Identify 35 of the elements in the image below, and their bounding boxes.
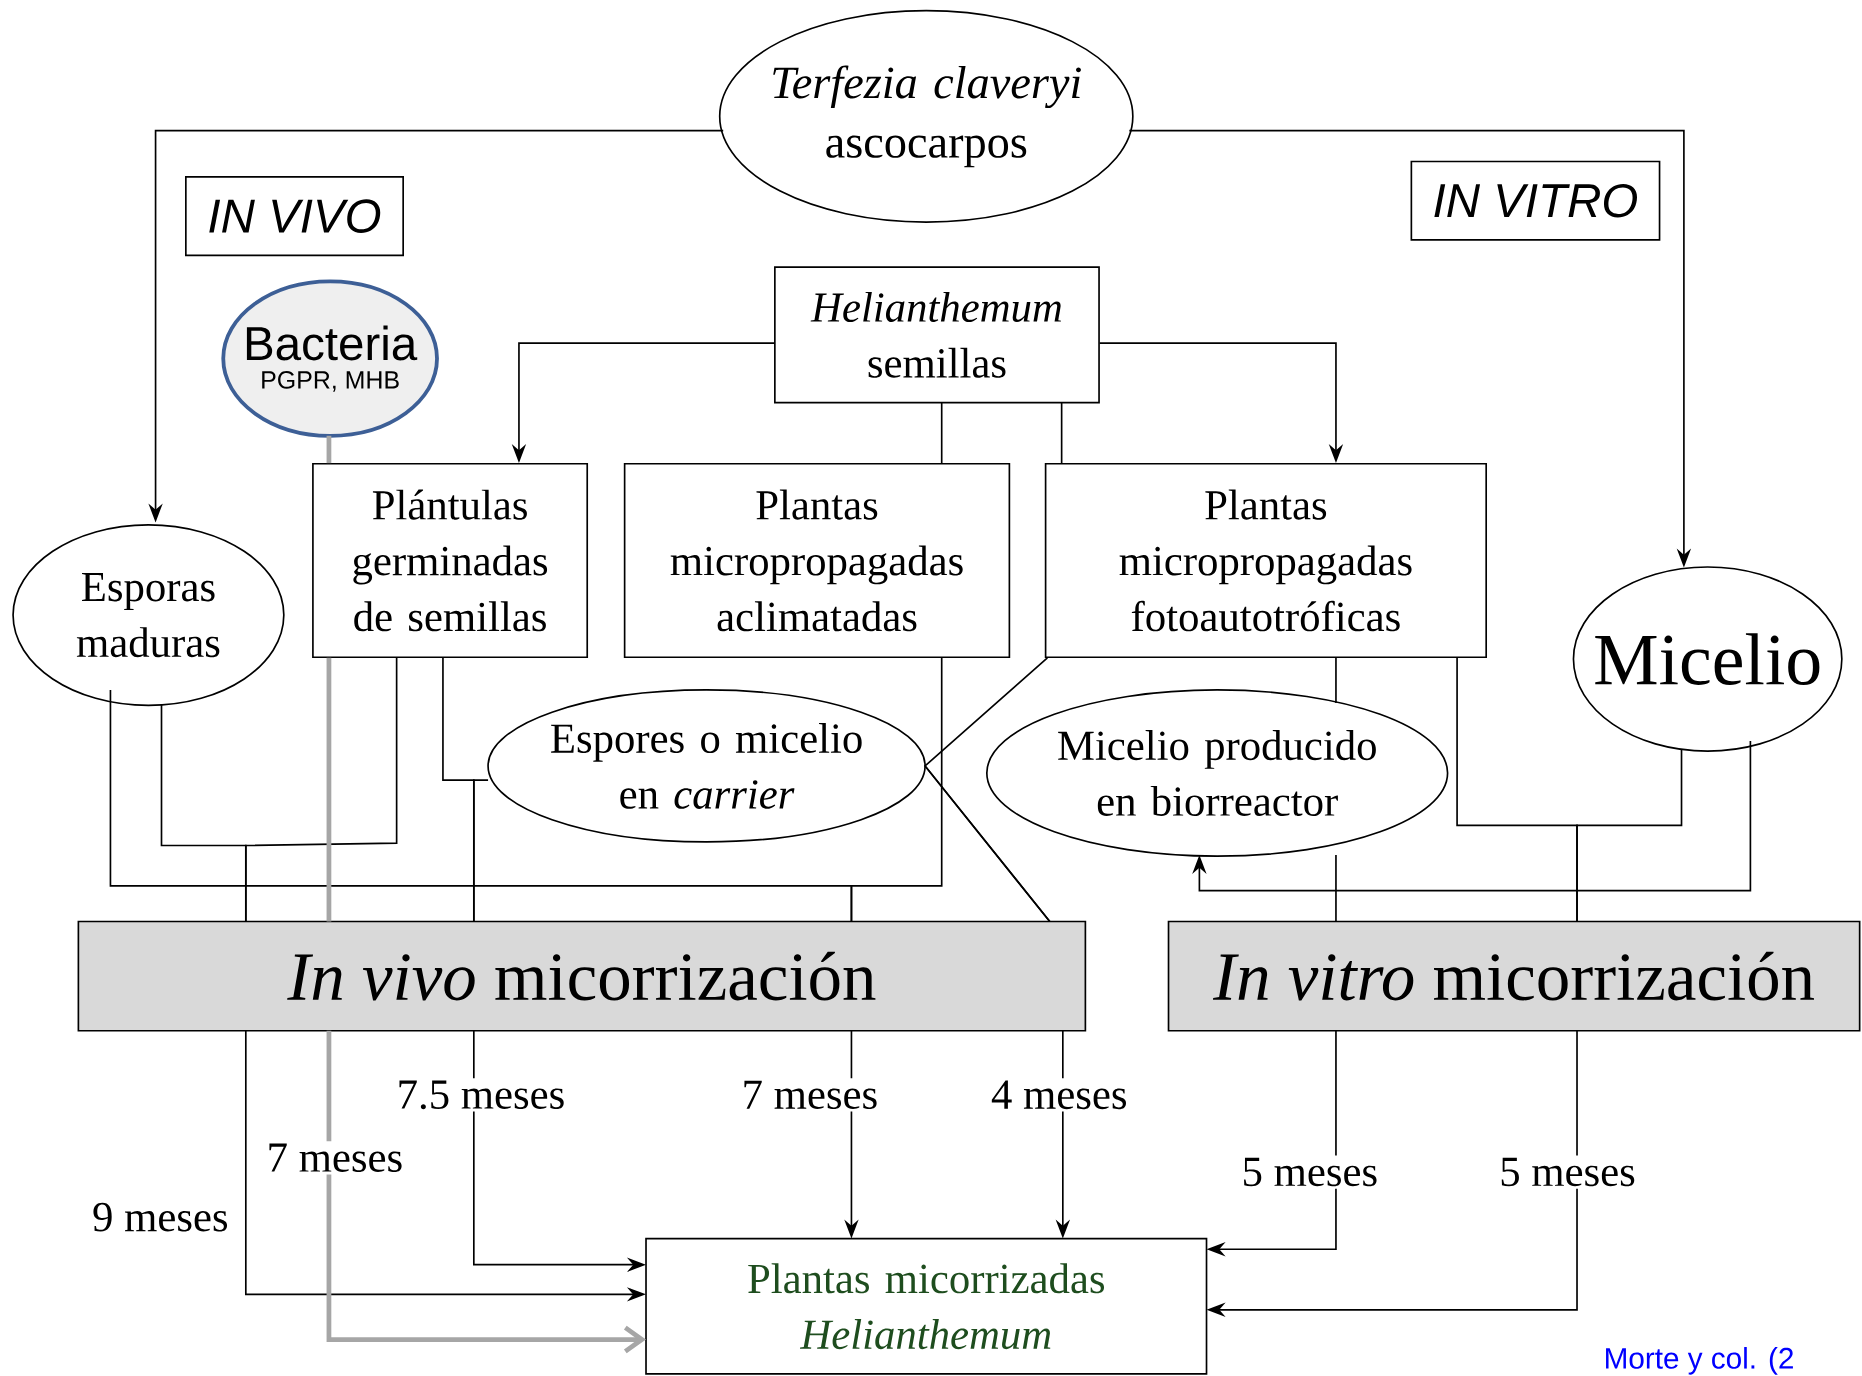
edge-label: 4 meses	[988, 1078, 1130, 1112]
arrow	[1192, 740, 1752, 892]
edge-label: 9 meses	[89, 1200, 231, 1234]
connector-line	[326, 657, 332, 922]
connector-line	[1335, 656, 1337, 704]
group-band: In vivo micorrización	[77, 920, 1087, 1032]
edge-label: 7 meses	[264, 1141, 406, 1175]
label-box: IN VITRO	[1410, 160, 1661, 241]
edge-label: 7.5 meses	[394, 1078, 568, 1112]
process-box: Plantas micropropagadas fotoautotróficas	[1044, 462, 1487, 658]
arrow	[326, 1030, 646, 1354]
connector-line	[1576, 748, 1683, 923]
oval-node: Espores o micelio en carrier	[487, 688, 926, 843]
citation-text: Morte y col. (2	[1606, 1346, 1793, 1375]
process-box: Helianthemum semillas	[774, 266, 1100, 404]
connector-line	[923, 656, 1051, 923]
connector-line	[850, 656, 943, 923]
connector-line	[473, 779, 489, 923]
oval-node: Micelio producido en biorreactor	[986, 688, 1449, 857]
connector-line	[326, 435, 332, 463]
process-box: Plantas micropropagadas aclimatadas	[623, 462, 1011, 658]
result-box: Plantas micorrizadas Helianthemum	[645, 1237, 1208, 1375]
edge-label: 5 meses	[1239, 1155, 1381, 1189]
process-box: Plántulas germinadas de semillas	[312, 462, 589, 658]
oval-node: Esporas maduras	[12, 523, 285, 707]
group-band: In vitro micorrización	[1167, 920, 1861, 1032]
connector-line	[940, 401, 943, 464]
connector-line	[1060, 401, 1063, 464]
oval-node: Terfezia claveryi ascocarpos	[718, 9, 1134, 223]
connector-line	[245, 656, 398, 923]
connector-line	[1335, 854, 1337, 923]
edge-label: 7 meses	[739, 1078, 881, 1112]
label-box: IN VIVO	[185, 175, 404, 256]
edge-label: 5 meses	[1496, 1155, 1639, 1189]
oval-node: Micelio	[1572, 566, 1843, 752]
